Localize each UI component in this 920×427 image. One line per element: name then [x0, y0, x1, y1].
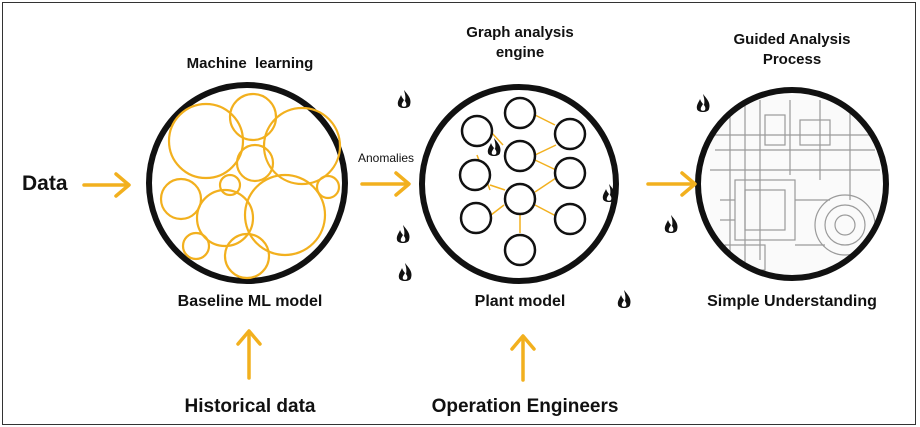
flame-icon — [664, 215, 678, 233]
graph-circle — [419, 84, 619, 284]
arrow-up-icon — [236, 329, 262, 380]
guided-analysis-title-line1: Guided Analysis — [733, 31, 851, 48]
arrow-right-icon — [360, 171, 411, 197]
arrow-right-icon — [646, 171, 697, 197]
graph-engine-title-line1: Graph analysis — [466, 24, 574, 41]
operation-engineers-label: Operation Engineers — [431, 396, 619, 417]
plant-model-label: Plant model — [474, 293, 566, 310]
flame-icon — [398, 263, 412, 281]
flame-icon — [696, 94, 710, 112]
arrow-right-icon — [82, 172, 131, 198]
ml-circle — [146, 82, 348, 284]
arrow-up-icon — [510, 334, 536, 382]
simple-understanding-label: Simple Understanding — [707, 293, 877, 310]
graph-engine-title-line2: engine — [495, 44, 545, 61]
plant-sketch-circle — [695, 87, 889, 281]
anomalies-label: Anomalies — [358, 151, 415, 165]
flame-icon — [396, 225, 410, 243]
flame-icon — [397, 90, 411, 108]
baseline-ml-model-label: Baseline ML model — [177, 293, 323, 310]
data-label: Data — [22, 172, 68, 195]
historical-data-label: Historical data — [184, 396, 316, 417]
machine-learning-title: Machine learning — [186, 55, 314, 72]
guided-analysis-title-line2: Process — [762, 51, 822, 68]
